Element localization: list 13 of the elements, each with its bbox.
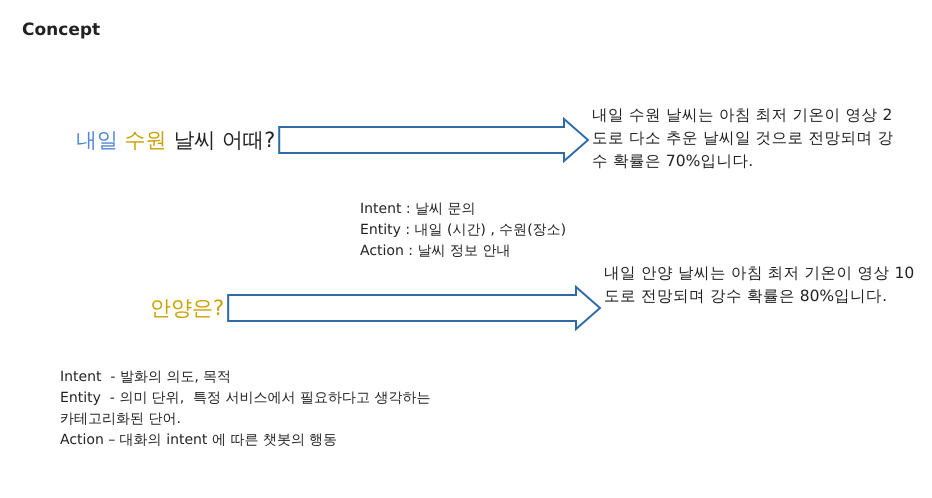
note-text: Entity - 의미 단위, 특정 서비스에서 필요하다고 생각하는 카테고리화된 단어. xyxy=(60,389,432,429)
note-text: Action : 날씨 정보 안내 xyxy=(360,242,512,261)
note-text: Intent - 발화의 의도, 목적 xyxy=(60,368,232,387)
note-text: Entity : 내일 (시간) , 수원(장소) xyxy=(360,221,568,240)
question-text: 안양은? xyxy=(150,295,224,322)
note-text: Intent : 날씨 문의 xyxy=(360,200,477,219)
answer-text: 내일 수원 날씨는 아침 최저 기온이 영상 2도로 다소 추운 날씨일 것으로 전망되며 강수 확률은 70%입니다. xyxy=(592,105,895,172)
title: Concept xyxy=(22,20,100,40)
note-text: Action – 대화의 intent 에 따른 챗봇의 행동 xyxy=(60,431,338,450)
question-text: 내일 수원 날씨 어때? xyxy=(76,127,276,154)
block-arrow xyxy=(278,116,590,164)
answer-text: 내일 안양 날씨는 아침 최저 기온이 영상 10도로 전망되며 강수 확률은 80%입니다. xyxy=(604,263,916,307)
block-arrow xyxy=(227,284,602,332)
